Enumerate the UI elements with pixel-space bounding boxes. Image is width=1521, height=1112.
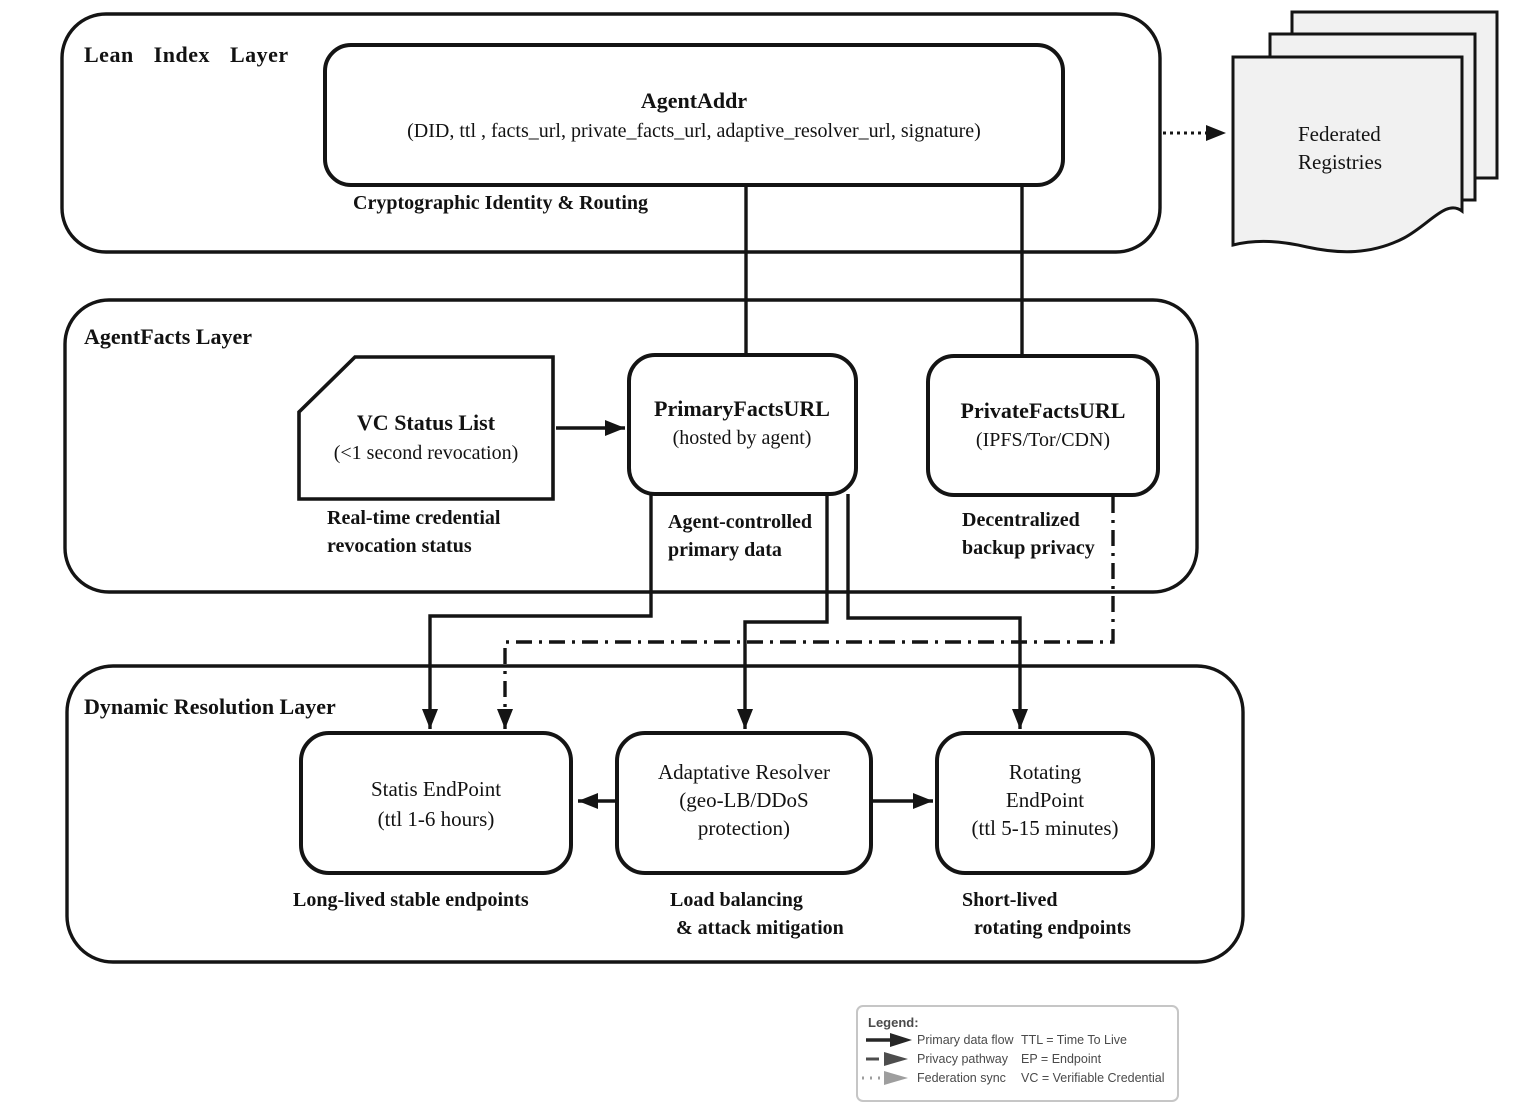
legend-label-privacy-pathway: Privacy pathway [917, 1052, 1009, 1066]
vc-status-list-node: VC Status List (<1 second revocation) Re… [297, 355, 555, 557]
private-facts-url-title: PrivateFactsURL [961, 398, 1126, 423]
agentaddr-node: AgentAddr (DID, ttl , facts_url, private… [323, 43, 1065, 214]
agentfacts-layer-label: AgentFacts Layer [84, 324, 252, 349]
lean-index-layer-label: Lean Index Layer [84, 42, 289, 67]
agentfacts-layer: AgentFacts Layer VC Status List (<1 seco… [63, 298, 1199, 594]
agentaddr-fields: (DID, ttl , facts_url, private_facts_url… [407, 120, 981, 142]
adaptive-resolver-subtitle-line2: protection) [698, 816, 790, 840]
vc-status-list-caption-line1: Real-time credential [327, 507, 501, 529]
legend-abbr-ttl: TTL = Time To Live [1021, 1033, 1127, 1047]
legend-row-federation-sync: Federation sync VC = Verifiable Credenti… [862, 1071, 1164, 1085]
private-facts-url-caption-line1: Decentralized [962, 509, 1080, 531]
rotating-endpoint-subtitle: (ttl 5-15 minutes) [972, 816, 1119, 840]
private-facts-url-node: PrivateFactsURL (IPFS/Tor/CDN) Decentral… [926, 354, 1160, 559]
primary-facts-url-title: PrimaryFactsURL [654, 396, 830, 421]
adaptive-resolver-caption-line1: Load balancing [670, 889, 803, 911]
private-facts-url-subtitle: (IPFS/Tor/CDN) [976, 429, 1110, 451]
legend-label-federation-sync: Federation sync [917, 1071, 1006, 1085]
vc-status-list-box [297, 355, 555, 501]
vc-status-list-caption-line2: revocation status [327, 535, 472, 557]
dynamic-resolution-layer-container [65, 664, 1245, 964]
federated-registries: Federated Registries [1163, 10, 1499, 254]
registries-label-line1: Federated [1298, 122, 1381, 146]
private-facts-url-box [926, 354, 1160, 497]
privacy-pathway-arrow [497, 497, 1115, 729]
rotating-endpoint-box [935, 731, 1155, 875]
static-endpoint-title: Statis EndPoint [371, 777, 501, 801]
static-endpoint-box [299, 731, 573, 875]
rotating-endpoint-node: Rotating EndPoint (ttl 5-15 minutes) Sho… [935, 731, 1155, 939]
static-endpoint-subtitle: (ttl 1-6 hours) [378, 807, 495, 831]
adaptive-resolver-subtitle-line1: (geo-LB/DDoS [679, 788, 809, 812]
primary-facts-url-caption-line1: Agent-controlled [668, 511, 812, 533]
adaptive-resolver-title: Adaptative Resolver [658, 760, 830, 784]
lean-index-layer-container [60, 12, 1162, 254]
vc-status-list-subtitle: (<1 second revocation) [334, 442, 519, 464]
primaryfacts-to-static-endpoint-arrow [422, 494, 653, 729]
rotating-endpoint-caption-line1: Short-lived [962, 889, 1058, 911]
legend-label-primary-data-flow: Primary data flow [917, 1033, 1015, 1047]
adaptive-resolver-caption-line2: & attack mitigation [676, 917, 844, 939]
primary-data-flow-arrowhead-icon [890, 1033, 912, 1047]
rotating-endpoint-title-line1: Rotating [1009, 760, 1082, 784]
legend: Legend: Primary data flow TTL = Time To … [856, 1005, 1179, 1102]
registry-page-front [1231, 55, 1464, 254]
dynamic-resolution-layer: Dynamic Resolution Layer Statis EndPoint… [65, 664, 1245, 964]
private-facts-url-caption-line2: backup privacy [962, 537, 1095, 559]
primary-facts-url-caption-line2: primary data [668, 539, 782, 561]
legend-box [856, 1005, 1179, 1102]
legend-abbr-vc: VC = Verifiable Credential [1021, 1071, 1164, 1085]
static-endpoint-caption: Long-lived stable endpoints [293, 889, 529, 911]
agentaddr-box [323, 43, 1065, 187]
static-endpoint-node: Statis EndPoint (ttl 1-6 hours) Long-liv… [293, 731, 573, 911]
primary-facts-url-subtitle: (hosted by agent) [673, 427, 812, 449]
adaptive-resolver-box [615, 731, 873, 875]
dynamic-resolution-layer-label: Dynamic Resolution Layer [84, 694, 336, 719]
legend-row-primary-data-flow: Primary data flow TTL = Time To Live [866, 1033, 1127, 1047]
agentaddr-caption: Cryptographic Identity & Routing [353, 192, 648, 214]
privacy-pathway-arrowhead-icon [884, 1052, 908, 1066]
lean-index-layer: Lean Index Layer AgentAddr (DID, ttl , f… [60, 12, 1162, 254]
rotating-endpoint-caption-line2: rotating endpoints [974, 917, 1131, 939]
vc-status-list-title: VC Status List [357, 410, 496, 435]
primaryfacts-to-rotating-endpoint-arrow [846, 494, 1028, 729]
legend-row-privacy-pathway: Privacy pathway EP = Endpoint [866, 1052, 1102, 1066]
agentaddr-title: AgentAddr [641, 88, 748, 113]
primaryfacts-to-adaptive-resolver-arrow [737, 494, 829, 729]
adaptive-resolver-node: Adaptative Resolver (geo-LB/DDoS protect… [615, 731, 873, 939]
primary-facts-url-box [627, 353, 858, 496]
registries-label-line2: Registries [1298, 150, 1382, 174]
legend-title: Legend: [868, 1015, 919, 1030]
agentfacts-layer-container [63, 298, 1199, 594]
legend-abbr-ep: EP = Endpoint [1021, 1052, 1102, 1066]
rotating-endpoint-title-line2: EndPoint [1006, 788, 1084, 812]
primary-facts-url-node: PrimaryFactsURL (hosted by agent) Agent-… [627, 353, 858, 561]
federation-sync-arrowhead-icon [884, 1071, 908, 1085]
